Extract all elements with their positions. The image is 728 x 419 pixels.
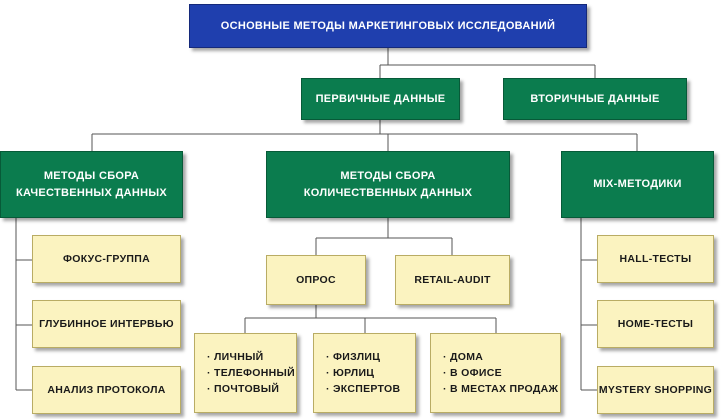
secondary-data-label: ВТОРИЧНЫЕ ДАННЫЕ — [530, 92, 660, 105]
survey-respondent-list: ФИЗЛИЦ ЮРЛИЦ ЭКСПЕРТОВ — [313, 333, 416, 413]
primary-data-box: ПЕРВИЧНЫЕ ДАННЫЕ — [301, 78, 460, 120]
mix-item-home-tests: HOME-ТЕСТЫ — [597, 300, 714, 348]
qualitative-title-line2: КАЧЕСТВЕННЫХ ДАННЫХ — [15, 186, 168, 199]
quantitative-title-line1: МЕТОДЫ СБОРА — [340, 169, 436, 182]
mix-item-label: MYSTERY SHOPPING — [598, 384, 713, 396]
qualitative-item-protocol-analysis: АНАЛИЗ ПРОТОКОЛА — [32, 366, 181, 414]
survey-label: ОПРОС — [296, 274, 336, 286]
list-item: В ОФИСЕ — [443, 365, 558, 381]
survey-method-list: ЛИЧНЫЙ ТЕЛЕФОННЫЙ ПОЧТОВЫЙ — [194, 333, 297, 413]
qualitative-item-label: ГЛУБИННОЕ ИНТЕРВЬЮ — [39, 318, 174, 330]
list-item: ФИЗЛИЦ — [326, 349, 400, 365]
mix-item-label: HALL-ТЕСТЫ — [619, 253, 692, 265]
mix-item-hall-tests: HALL-ТЕСТЫ — [597, 235, 714, 283]
list-item: ЛИЧНЫЙ — [207, 349, 295, 365]
list-item: ЮРЛИЦ — [326, 365, 400, 381]
retail-audit-label: RETAIL-AUDIT — [414, 274, 491, 286]
qualitative-title-line1: МЕТОДЫ СБОРА — [43, 169, 140, 182]
survey-location-list: ДОМА В ОФИСЕ В МЕСТАХ ПРОДАЖ — [430, 333, 561, 413]
qualitative-item-label: АНАЛИЗ ПРОТОКОЛА — [47, 384, 166, 396]
mix-title: MIX-МЕТОДИКИ — [593, 178, 682, 190]
mix-item-mystery-shopping: MYSTERY SHOPPING — [597, 366, 714, 414]
survey-box: ОПРОС — [266, 255, 366, 305]
list-item: ДОМА — [443, 349, 558, 365]
list-item: ТЕЛЕФОННЫЙ — [207, 365, 295, 381]
quantitative-methods-box: МЕТОДЫ СБОРА КОЛИЧЕСТВЕННЫХ ДАННЫХ — [266, 151, 510, 218]
list-item: ПОЧТОВЫЙ — [207, 381, 295, 397]
qualitative-item-focus-group: ФОКУС-ГРУППА — [32, 235, 181, 283]
qualitative-item-label: ФОКУС-ГРУППА — [62, 253, 151, 265]
mix-item-label: HOME-ТЕСТЫ — [617, 318, 694, 330]
secondary-data-box: ВТОРИЧНЫЕ ДАННЫЕ — [503, 78, 687, 120]
title-text: ОСНОВНЫЕ МЕТОДЫ МАРКЕТИНГОВЫХ ИССЛЕДОВАН… — [220, 20, 556, 32]
qualitative-item-in-depth-interview: ГЛУБИННОЕ ИНТЕРВЬЮ — [32, 300, 181, 348]
primary-data-label: ПЕРВИЧНЫЕ ДАННЫЕ — [315, 92, 446, 105]
title-box: ОСНОВНЫЕ МЕТОДЫ МАРКЕТИНГОВЫХ ИССЛЕДОВАН… — [189, 4, 587, 48]
mix-methods-box: MIX-МЕТОДИКИ — [561, 151, 714, 218]
qualitative-methods-box: МЕТОДЫ СБОРА КАЧЕСТВЕННЫХ ДАННЫХ — [0, 151, 183, 218]
list-item: ЭКСПЕРТОВ — [326, 381, 400, 397]
quantitative-title-line2: КОЛИЧЕСТВЕННЫХ ДАННЫХ — [303, 186, 473, 199]
retail-audit-box: RETAIL-AUDIT — [395, 255, 510, 305]
list-item: В МЕСТАХ ПРОДАЖ — [443, 381, 558, 397]
